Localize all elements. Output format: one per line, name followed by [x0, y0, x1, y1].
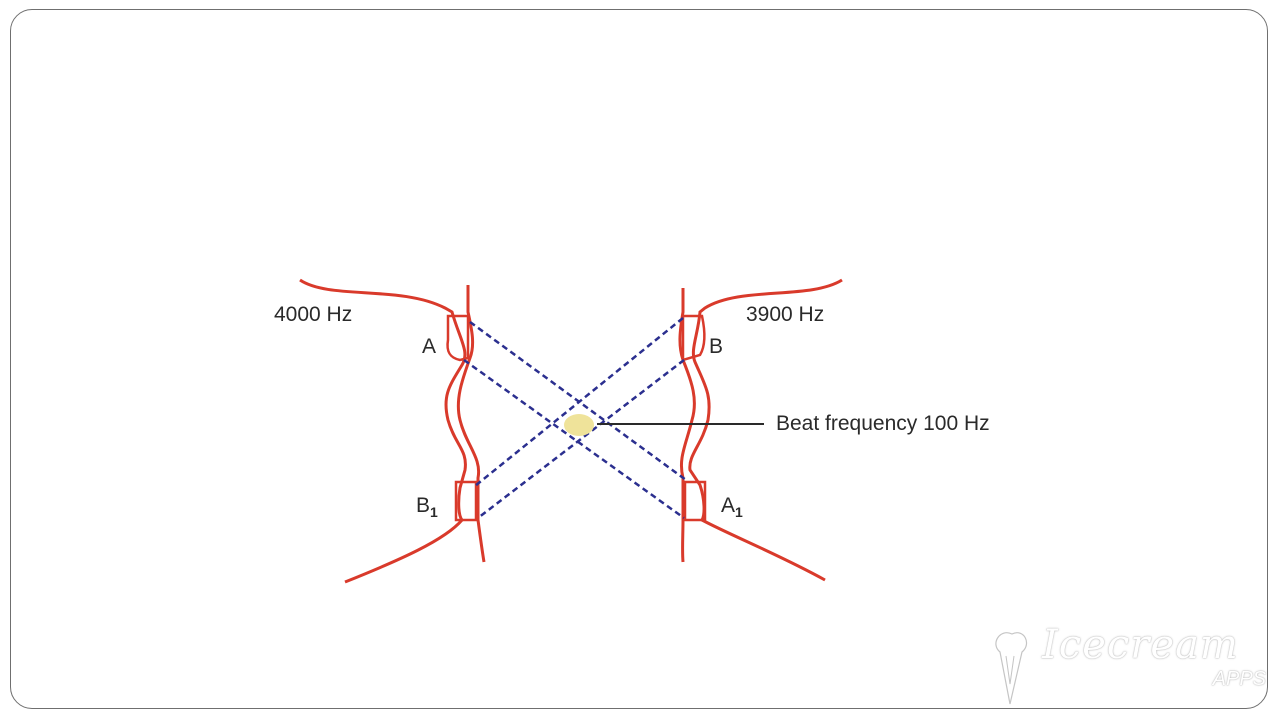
dash-line-b-to-b1-upper [474, 317, 684, 487]
icecream-logo-icon [995, 632, 1027, 705]
dash-line-b-to-b1-lower [477, 359, 685, 519]
left-receiver-b1 [454, 480, 478, 522]
left-tube-inner [456, 285, 486, 563]
point-b1-subscript: 1 [430, 504, 438, 520]
icecream-apps-watermark: Icecream APPS [980, 622, 1270, 712]
point-a1-letter: A [721, 494, 736, 517]
point-a1-subscript: 1 [735, 504, 743, 520]
watermark-sub: APPS [1212, 668, 1266, 690]
beat-frequency-label: Beat frequency 100 Hz [776, 412, 990, 435]
point-b1-letter: B [416, 494, 431, 517]
point-a1-label: A1 [721, 495, 743, 519]
right-frequency-label: 3900 Hz [746, 303, 825, 326]
beat-spot [564, 414, 594, 436]
right-tube-inner [678, 288, 696, 563]
point-a-label: A [422, 335, 437, 358]
right-tube-curve [688, 278, 843, 582]
right-receiver-b [681, 314, 706, 362]
dash-line-a-to-a1-upper [469, 320, 687, 482]
right-receiver-a1 [683, 480, 707, 522]
point-b-label: B [709, 335, 724, 358]
watermark-brand: Icecream [1042, 622, 1239, 668]
left-tube-curve [299, 278, 467, 584]
left-frequency-label: 4000 Hz [274, 303, 353, 326]
slide-frame [10, 9, 1268, 709]
dash-line-a-to-a1-lower [463, 358, 685, 520]
left-receiver-a [446, 314, 470, 362]
point-b1-label: B1 [416, 495, 438, 519]
